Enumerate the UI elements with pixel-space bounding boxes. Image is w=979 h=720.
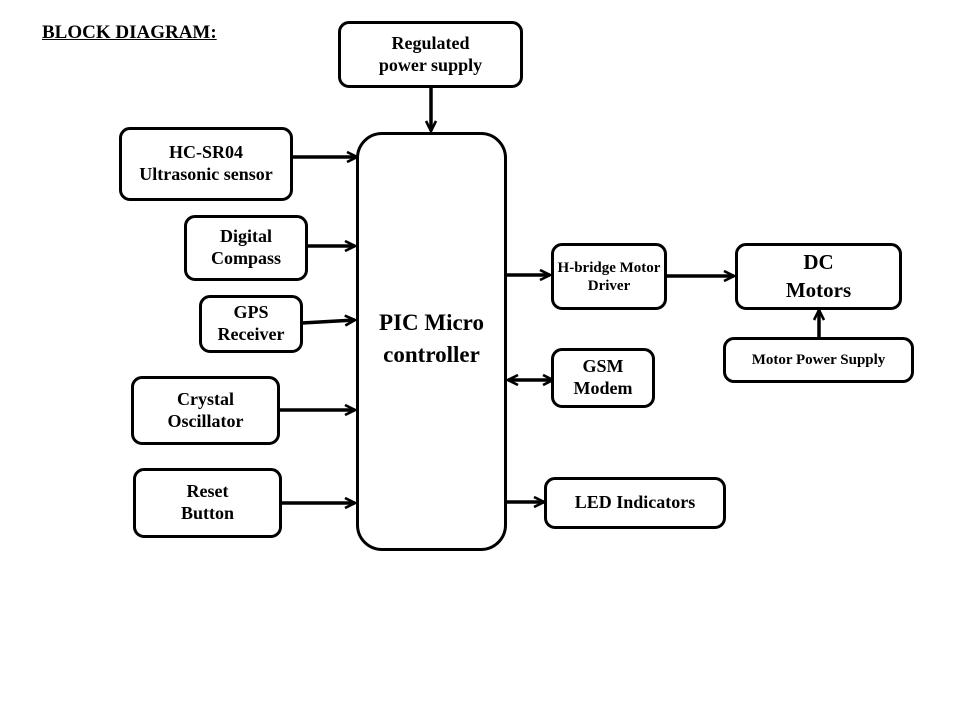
block-label-line: Receiver	[217, 324, 285, 344]
block-gsm-modem: GSM Modem	[551, 348, 655, 408]
block-label-line: Driver	[587, 277, 631, 294]
block-label-line: Digital	[220, 226, 272, 247]
block-label-line: Modem	[573, 378, 633, 398]
block-reset-button: Reset Button	[133, 468, 282, 538]
block-label-line: Regulated	[391, 32, 470, 53]
block-label-line: DC	[803, 250, 834, 275]
block-label-line: Ultrasonic sensor	[139, 164, 273, 184]
diagram-title: BLOCK DIAGRAM:	[42, 22, 217, 43]
block-label-line: Button	[180, 503, 234, 523]
block-label-line: GPS	[233, 302, 269, 323]
block-pic-microcontroller: PIC Micro controller	[356, 132, 507, 551]
block-label-line: LED Indicators	[574, 492, 696, 513]
block-dc-motors: DC Motors	[735, 243, 902, 310]
block-led-indicators: LED Indicators	[544, 477, 726, 529]
block-label-line: controller	[383, 341, 480, 367]
block-label-line: Crystal	[177, 388, 234, 409]
block-hbridge-motor-driver: H-bridge Motor Driver	[551, 243, 667, 310]
block-ultrasonic-sensor: HC-SR04 Ultrasonic sensor	[119, 127, 293, 201]
block-label-line: GSM	[582, 356, 624, 377]
arrow-gps-to-mcu	[301, 320, 355, 323]
block-label-line: Compass	[210, 248, 281, 268]
block-label-line: Oscillator	[167, 410, 244, 431]
block-label-line: Motor Power Supply	[751, 352, 886, 368]
block-label-line: power supply	[378, 54, 483, 75]
block-motor-power-supply: Motor Power Supply	[723, 337, 914, 383]
block-label-line: H-bridge Motor	[557, 259, 661, 276]
block-crystal-oscillator: Crystal Oscillator	[131, 376, 280, 445]
block-label-line: HC-SR04	[168, 142, 243, 163]
block-label-line: PIC Micro	[379, 310, 484, 336]
block-label-line: Reset	[186, 481, 229, 502]
block-regulated-power-supply: Regulated power supply	[338, 21, 523, 88]
block-gps-receiver: GPS Receiver	[199, 295, 303, 353]
block-digital-compass: Digital Compass	[184, 215, 308, 281]
block-label-line: Motors	[785, 277, 852, 302]
